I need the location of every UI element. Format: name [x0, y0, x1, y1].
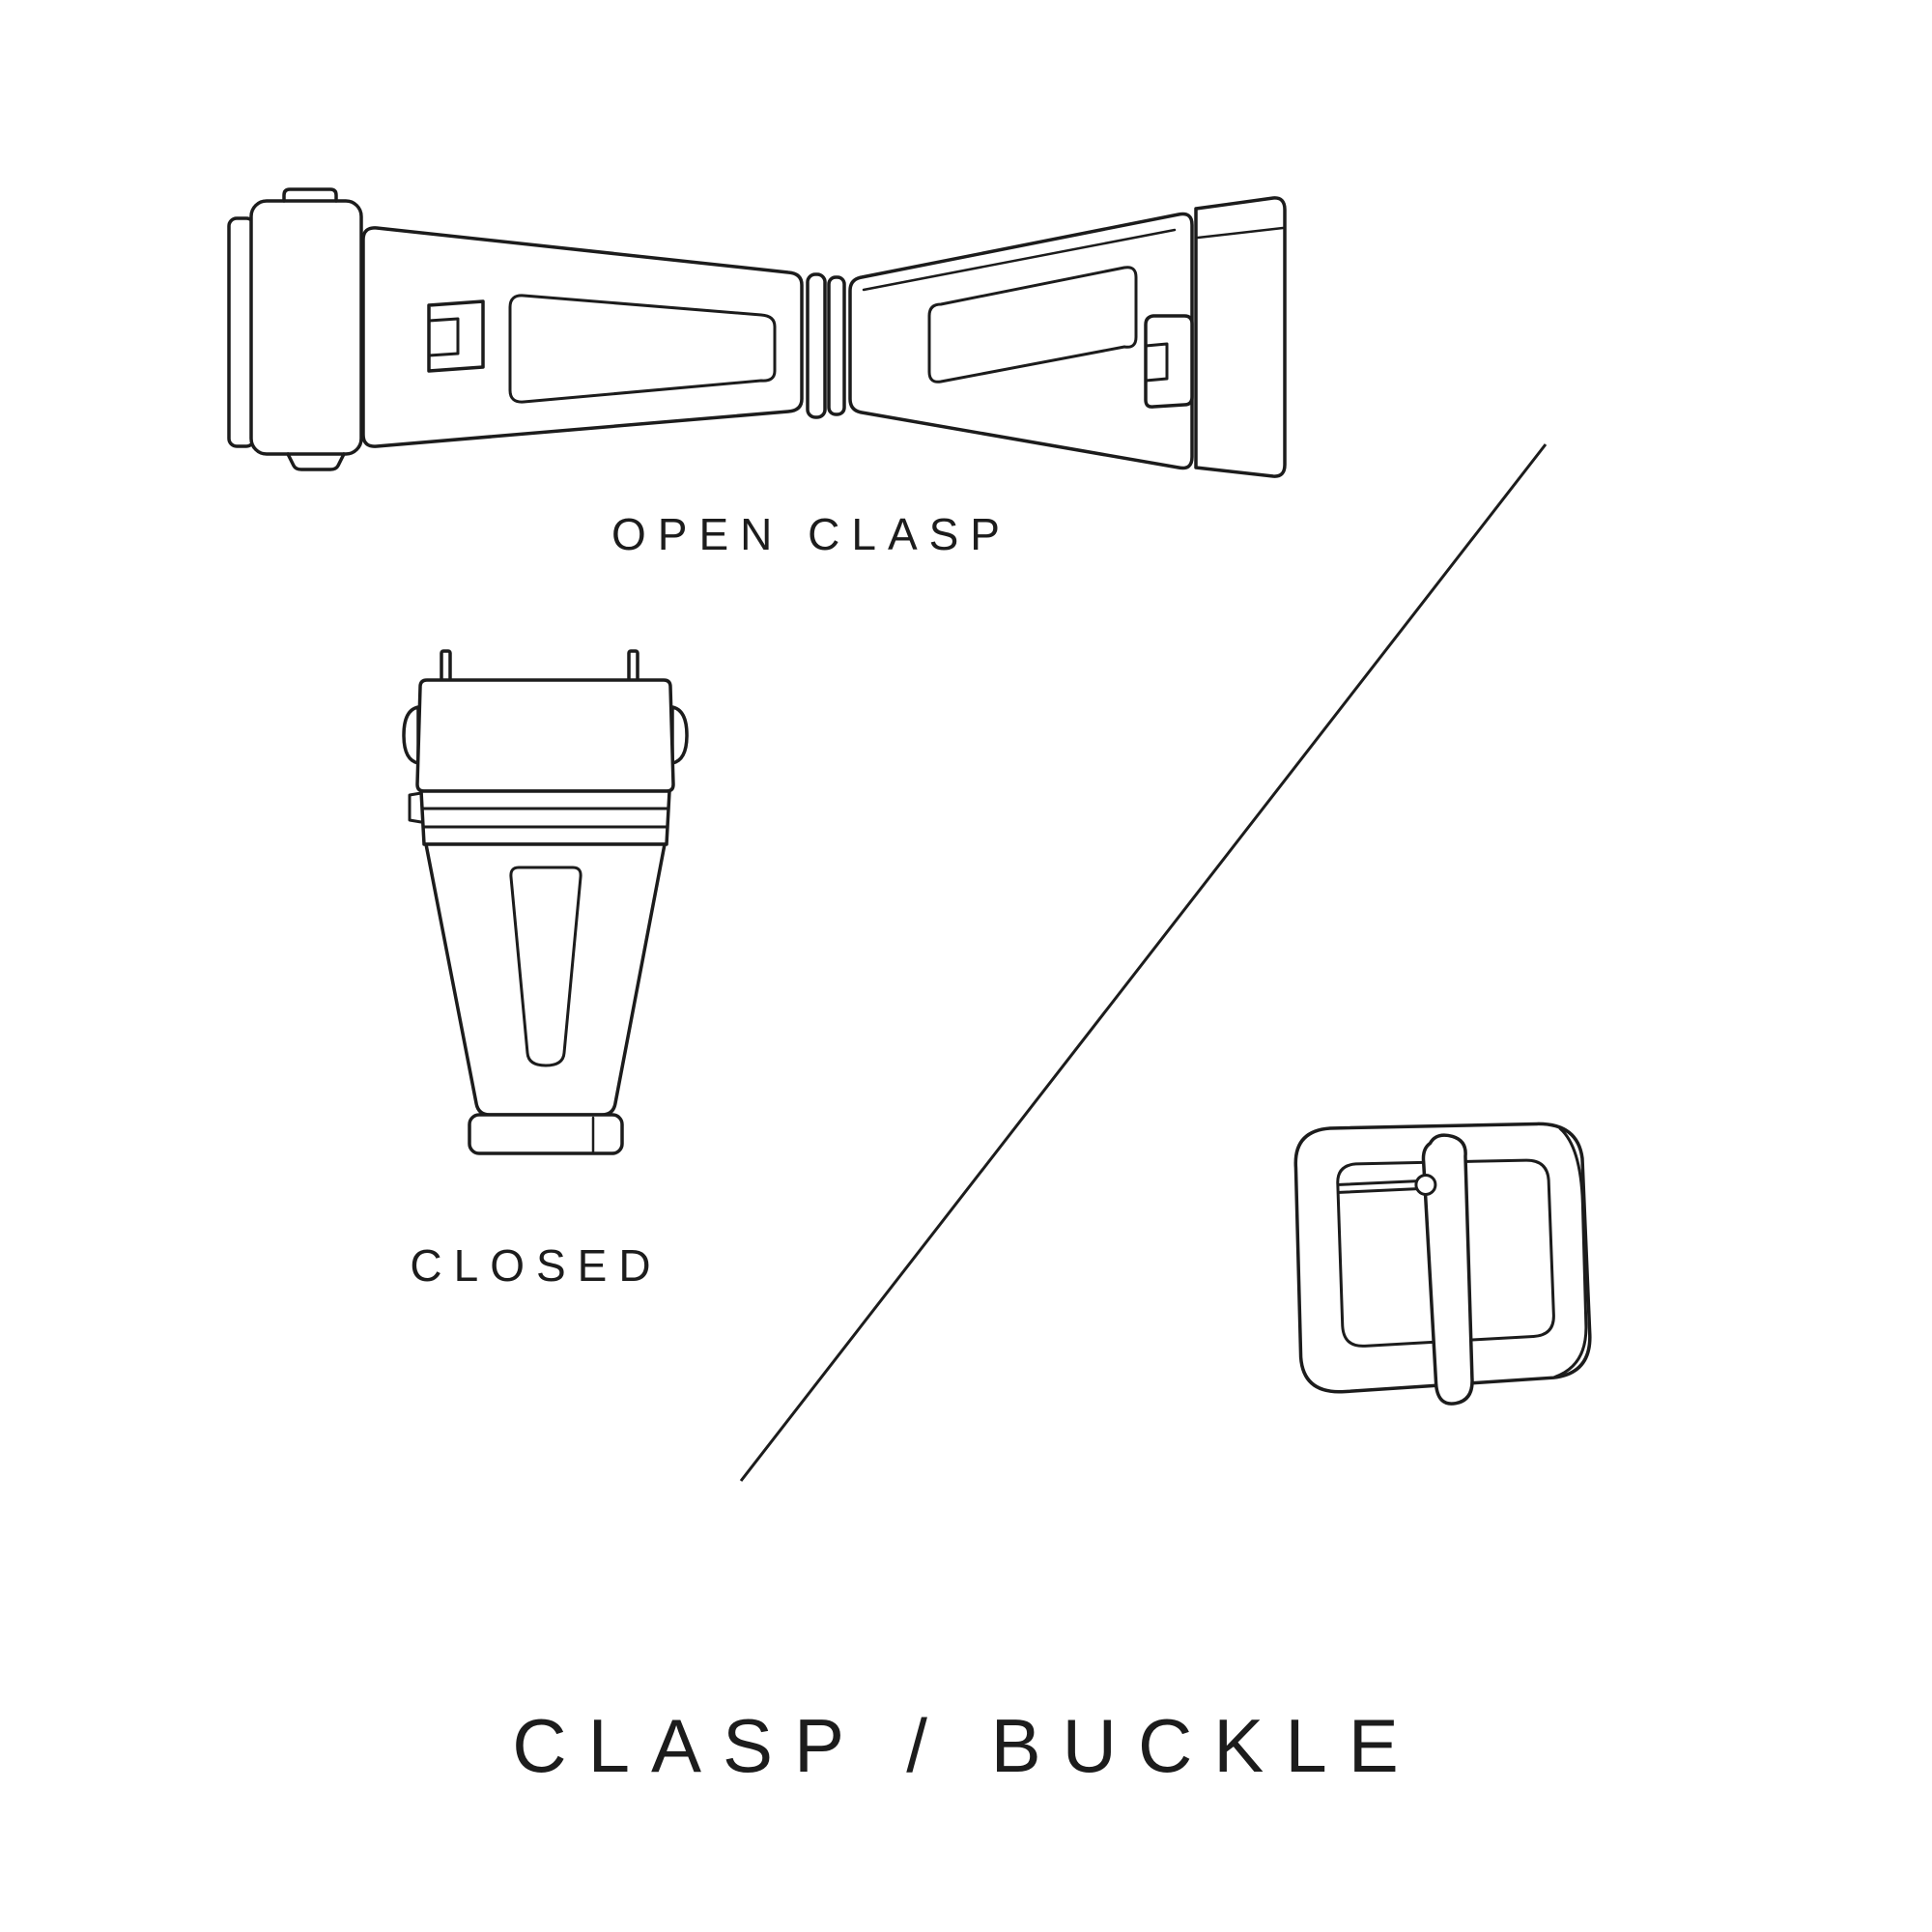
open-clasp-figure: [222, 184, 1304, 483]
tang-buckle-illustration-icon: [1293, 1122, 1592, 1406]
open-clasp-label: OPEN CLASP: [611, 509, 1011, 559]
open-clasp-illustration-icon: [227, 187, 1287, 478]
closed-clasp-label: CLOSED: [410, 1240, 663, 1291]
closed-clasp-illustration-icon: [402, 649, 689, 1155]
buckle-figure: [1236, 1092, 1642, 1439]
page-title: CLASP / BUCKLE: [512, 1703, 1420, 1788]
diagonal-divider-line-icon: [739, 443, 1548, 1482]
divider-figure: [729, 433, 1560, 1491]
closed-clasp-figure: [386, 649, 705, 1209]
